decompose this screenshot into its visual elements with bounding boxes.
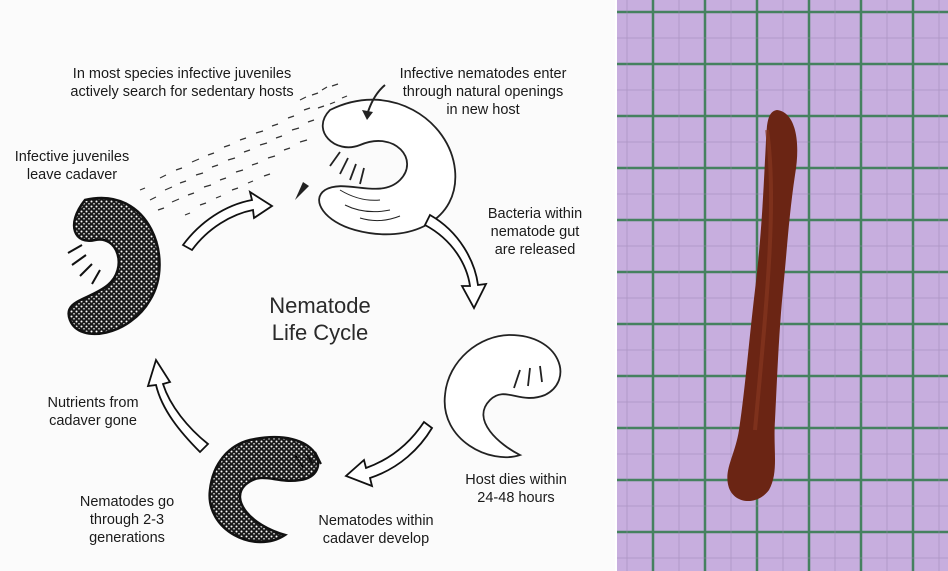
label-cadaver-develop: Nematodes within cadaver develop	[306, 512, 446, 548]
grub-larva-outline-icon	[319, 100, 455, 235]
label-line: generations	[62, 529, 192, 547]
label-line: In most species infective juveniles	[52, 65, 312, 83]
label-line: Nematodes within	[306, 512, 446, 530]
label-nematodes-enter: Infective nematodes enter through natura…	[378, 65, 588, 119]
diagram-title-line2: Life Cycle	[250, 319, 390, 346]
label-line: Infective nematodes enter	[378, 65, 588, 83]
dispersing-juveniles	[140, 84, 347, 215]
grub-larva-dark-icon	[210, 437, 321, 542]
label-nutrients-gone: Nutrients from cadaver gone	[28, 394, 158, 430]
label-generations: Nematodes go through 2-3 generations	[62, 493, 192, 547]
label-host-dies: Host dies within 24-48 hours	[446, 471, 586, 507]
diagram-title: Nematode Life Cycle	[250, 292, 390, 346]
label-line: cadaver gone	[28, 412, 158, 430]
nematode-life-cycle-diagram: Nematode Life Cycle In most species infe…	[0, 0, 615, 571]
grid-paper-photo	[617, 0, 948, 571]
label-line: through natural openings	[378, 83, 588, 101]
diagram-title-line1: Nematode	[250, 292, 390, 319]
grub-larva-dark-icon	[68, 198, 160, 334]
label-line: Nutrients from	[28, 394, 158, 412]
label-line: in new host	[378, 101, 588, 119]
label-line: are released	[470, 241, 600, 259]
grub-larva-outline-icon	[445, 335, 561, 457]
label-line: Host dies within	[446, 471, 586, 489]
label-line: actively search for sedentary hosts	[52, 83, 312, 101]
label-line: Infective juveniles	[2, 148, 142, 166]
label-line: nematode gut	[470, 223, 600, 241]
label-leave-cadaver: Infective juveniles leave cadaver	[2, 148, 142, 184]
label-bacteria-released: Bacteria within nematode gut are release…	[470, 205, 600, 259]
label-line: cadaver develop	[306, 530, 446, 548]
label-line: 24-48 hours	[446, 489, 586, 507]
label-search-hosts: In most species infective juveniles acti…	[52, 65, 312, 101]
label-line: through 2-3	[62, 511, 192, 529]
label-line: leave cadaver	[2, 166, 142, 184]
entry-pointer-small	[295, 182, 309, 200]
nematode-photo	[617, 0, 948, 571]
label-line: Bacteria within	[470, 205, 600, 223]
label-line: Nematodes go	[62, 493, 192, 511]
